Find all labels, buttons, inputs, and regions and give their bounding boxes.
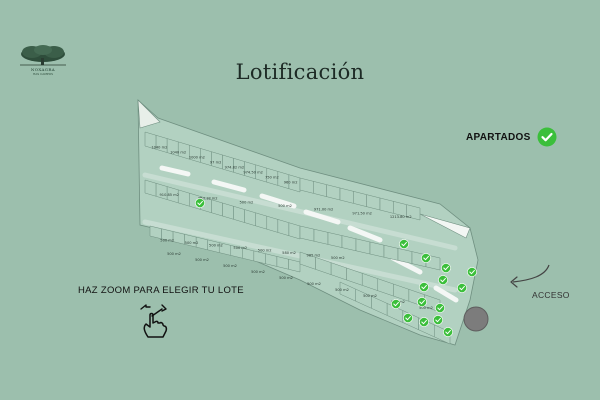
legend-reserved: APARTADOS	[466, 127, 557, 147]
reserved-lot-check-icon[interactable]	[443, 327, 453, 337]
lot-area-label: 580 m2	[282, 251, 296, 255]
reserved-lot-check-icon[interactable]	[419, 317, 429, 327]
reserved-lot-check-icon[interactable]	[403, 313, 413, 323]
tree-logo-icon	[20, 45, 66, 66]
lot-area-label: 500 m2	[331, 256, 345, 260]
reserved-check-mark	[445, 329, 451, 335]
lot-area-label: 97 m2	[210, 161, 222, 165]
lot-area-label: 750 m2	[265, 176, 279, 180]
road-median	[347, 225, 383, 243]
lot-area-label: 974.50 m2	[243, 171, 263, 175]
reserved-check-mark	[437, 305, 443, 311]
reserved-lot-check-icon[interactable]	[417, 297, 427, 307]
road-median	[259, 193, 297, 209]
reserved-check-mark	[469, 269, 475, 275]
parcel-corner-area	[419, 213, 471, 239]
reserved-lot-check-icon[interactable]	[195, 198, 205, 208]
reserved-check-mark	[419, 299, 425, 305]
reserved-check-mark	[401, 241, 407, 247]
lot-area-label: 960 m2	[284, 181, 298, 185]
reserved-check-mark	[440, 277, 446, 283]
reserved-check-mark	[459, 285, 465, 291]
lot-area-label: 1000 m2	[189, 156, 205, 160]
reserved-check-mark	[393, 301, 399, 307]
lot-area-label: 500 m2	[233, 246, 247, 250]
lot-area-label: 500 m2	[167, 252, 181, 256]
parcel-corner-area	[137, 99, 161, 129]
lot-parcel[interactable]	[288, 174, 301, 193]
zoom-hint-text: HAZ ZOOM PARA ELEGIR TU LOTE	[78, 285, 244, 296]
lot-area-label: 500 m2	[251, 270, 265, 274]
access-arrow-icon	[510, 264, 550, 288]
lot-parcel[interactable]	[222, 154, 234, 173]
road-median	[433, 285, 459, 303]
reserved-lot-check-icon[interactable]	[441, 263, 451, 273]
road-median	[159, 165, 191, 177]
lot-area-label: 500 m2	[195, 258, 209, 262]
brand-tagline: HAS CAMPOS	[33, 72, 53, 76]
lot-area-label: 1213.80 m2	[390, 215, 412, 219]
reserved-lot-check-icon[interactable]	[438, 275, 448, 285]
legend-reserved-label: APARTADOS	[466, 131, 531, 143]
lot-area-label: 500 m2	[335, 288, 349, 292]
lot-parcel[interactable]	[189, 144, 201, 163]
lot-parcel[interactable]	[288, 258, 301, 273]
road-median	[303, 209, 341, 225]
reserved-check-mark	[435, 317, 441, 323]
lot-area-label: 910.85 m2	[160, 193, 180, 197]
check-circle-icon	[537, 127, 557, 147]
lot-area-label: 500 m2	[419, 306, 433, 310]
lot-area-label: 500 m2	[278, 204, 292, 208]
lot-area-label: 971.50 m2	[352, 211, 372, 215]
reserved-lot-check-icon[interactable]	[435, 303, 445, 313]
brand-name: NOXAGRA	[30, 67, 56, 72]
lot-area-label: 500 m2	[279, 276, 293, 280]
reserved-lot-check-icon[interactable]	[433, 315, 443, 325]
lot-parcel[interactable]	[155, 134, 168, 153]
pinch-zoom-hand-icon	[140, 304, 168, 338]
lot-area-label: 500 m2	[185, 241, 199, 245]
reserved-check-mark	[405, 315, 411, 321]
reserved-lot-check-icon[interactable]	[421, 253, 431, 263]
reserved-lot-check-icon[interactable]	[391, 299, 401, 309]
internal-road	[142, 172, 458, 251]
lot-area-label: 500 m2	[307, 282, 321, 286]
lot-area-label: 971.00 m2	[314, 208, 334, 212]
page-title: Lotificación	[235, 60, 365, 84]
lot-area-label: 974.82 m2	[225, 166, 245, 170]
reserved-lot-check-icon[interactable]	[457, 283, 467, 293]
reserved-check-mark	[197, 200, 203, 206]
reserved-check-mark	[421, 284, 427, 290]
lot-area-label: 500 m2	[209, 243, 223, 247]
reserved-lot-check-icon[interactable]	[399, 239, 409, 249]
lot-area-label: 500 m2	[223, 264, 237, 268]
reserved-lot-check-icon[interactable]	[419, 282, 429, 292]
reserved-check-mark	[423, 255, 429, 261]
lot-area-label: 500 m2	[240, 200, 254, 204]
brand-logo: NOXAGRA HAS CAMPOS	[12, 44, 74, 78]
lot-area-label: 500 m2	[160, 238, 174, 242]
access-label: ACCESO	[532, 290, 570, 300]
lot-area-label: 1040 m2	[151, 146, 167, 150]
reserved-lot-check-icon[interactable]	[467, 267, 477, 277]
lot-area-label: 985 m2	[307, 253, 321, 257]
reserved-check-mark	[443, 265, 449, 271]
lot-area-label: 1040 m2	[170, 151, 186, 155]
roundabout	[463, 306, 489, 332]
lot-area-label: 953.18 m2	[198, 197, 218, 201]
lot-area-label: 500 m2	[363, 294, 377, 298]
lot-area-label: 500 m2	[258, 248, 272, 252]
road-median	[211, 179, 247, 193]
lot-parcel[interactable]	[288, 222, 301, 240]
reserved-check-mark	[421, 319, 427, 325]
lot-parcel[interactable]	[406, 204, 421, 221]
